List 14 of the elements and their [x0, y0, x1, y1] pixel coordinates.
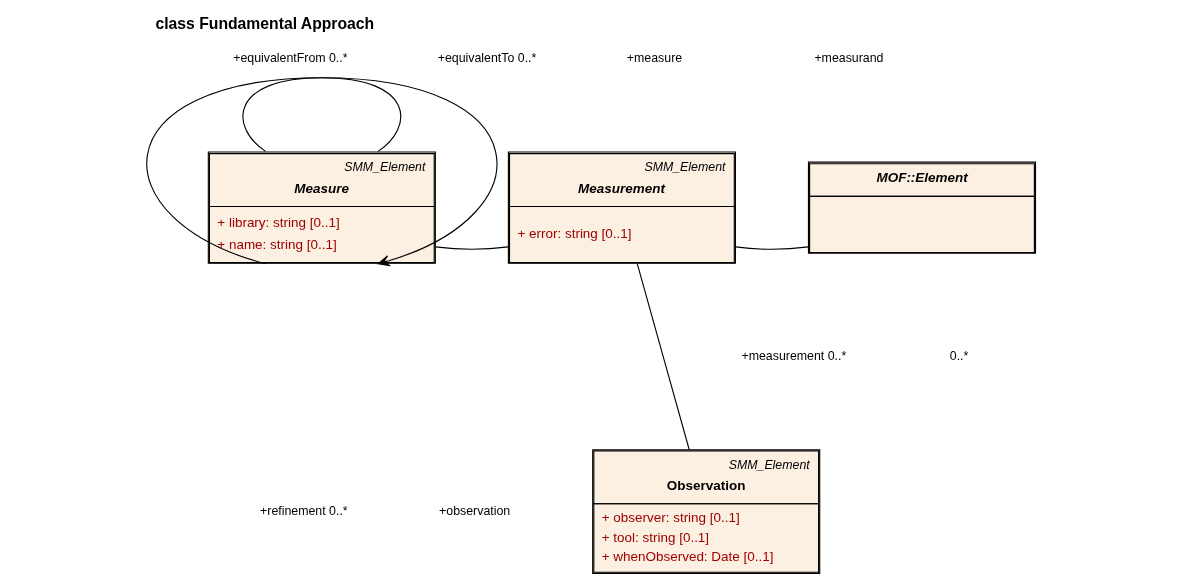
arrow [146, 77, 497, 267]
label: +measurand [813, 50, 883, 65]
label: +measurement 0..* [740, 348, 846, 363]
connector [734, 246, 809, 250]
connector [242, 77, 401, 152]
label: +observation [438, 503, 510, 518]
label: +equivalentFrom 0..* [232, 50, 348, 65]
connector [636, 262, 690, 451]
label: +equivalentTo 0..* [437, 50, 536, 65]
diagram-title: class Fundamental Approach [154, 14, 374, 32]
label: 0..* [949, 348, 968, 363]
label: +measure [626, 50, 682, 65]
connector [434, 246, 509, 250]
label: +refinement 0..* [259, 503, 348, 518]
